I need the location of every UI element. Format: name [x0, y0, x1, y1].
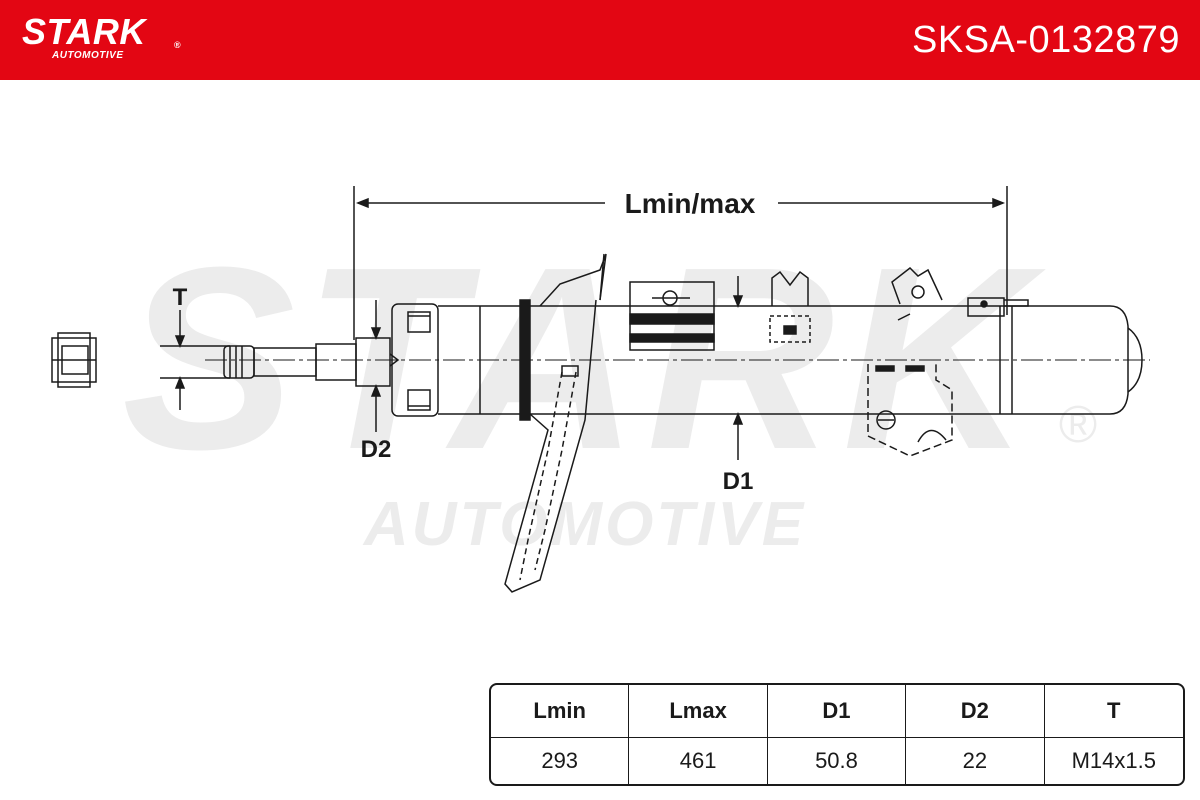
shock-absorber-drawing: STARK AUTOMOTIVE ®: [51, 186, 1150, 593]
nut-icon: [51, 332, 97, 388]
sensor-tab: [967, 297, 1029, 317]
cable-clip: [891, 267, 943, 321]
watermark-brand: STARK: [122, 214, 1050, 504]
header-bar: STARK ® AUTOMOTIVE SKSA-0132879: [0, 0, 1200, 80]
brand-name: STARK: [22, 11, 146, 52]
lower-bracket: [867, 364, 953, 457]
part-number: SKSA-0132879: [912, 19, 1180, 61]
brake-hose-bracket: [629, 281, 715, 351]
spec-table: Lmin Lmax D1 D2 T 293 461 50.8 22 M14x1.…: [489, 683, 1185, 786]
spec-header-lmax: Lmax: [629, 685, 768, 738]
watermark: STARK AUTOMOTIVE ®: [122, 214, 1097, 559]
thread-dimension: [160, 310, 230, 410]
brand-logo: STARK ® AUTOMOTIVE: [22, 11, 181, 62]
spec-header-lmin: Lmin: [491, 685, 630, 738]
spec-value-t: M14x1.5: [1071, 748, 1156, 773]
length-label: Lmin/max: [625, 188, 756, 219]
spec-header-d2: D2: [906, 685, 1045, 738]
spec-header-row: Lmin Lmax D1 D2 T: [491, 685, 1183, 738]
hose-clip: [769, 270, 811, 343]
body-diameter-dimension: [732, 276, 744, 460]
rod-diameter-label: D2: [361, 436, 392, 463]
watermark-subtitle: AUTOMOTIVE: [362, 490, 806, 559]
thread-label: T: [173, 284, 188, 311]
spec-header-t: T: [1044, 685, 1183, 738]
body-diameter-label: D1: [723, 468, 754, 495]
spec-value-row: 293 461 50.8 22 M14x1.5: [491, 738, 1183, 784]
main-tube: [438, 299, 1110, 421]
spec-value-d1: 50.8: [768, 738, 907, 784]
spec-value-lmax: 461: [629, 738, 768, 784]
brand-subtitle: AUTOMOTIVE: [52, 50, 124, 61]
top-mount: [391, 303, 439, 417]
spec-header-d1: D1: [767, 685, 907, 738]
spec-value-lmin: 293: [491, 738, 630, 784]
bottom-cap: [1109, 305, 1143, 415]
registered-mark: ®: [174, 40, 181, 50]
rod-diameter-dimension: [370, 300, 382, 432]
length-dimension: [353, 186, 1008, 340]
spec-value-d2: 22: [906, 738, 1045, 784]
spring-seat: [504, 253, 607, 593]
watermark-registered: ®: [1059, 396, 1097, 454]
